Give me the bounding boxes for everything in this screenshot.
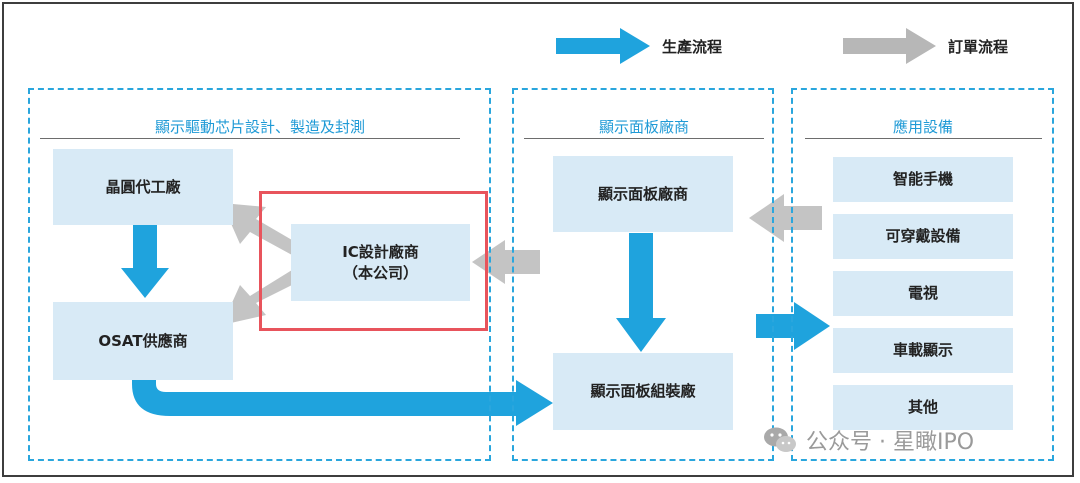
arrow-panel-to-assembly [616, 233, 666, 352]
diagram-frame [2, 2, 1074, 477]
node-app-wearable: 可穿戴設備 [833, 214, 1013, 259]
node-app-smartphone-label: 智能手機 [892, 170, 953, 189]
node-app-tv: 電視 [833, 271, 1013, 316]
arrow-osat-to-assembly [132, 380, 553, 426]
node-panel-assembly-label: 顯示面板組裝廠 [590, 382, 696, 401]
group-applications-title: 應用設備 [892, 118, 953, 136]
group-driver-chip [28, 88, 491, 461]
node-app-other: 其他 [833, 385, 1013, 430]
group-panel-maker-rule [524, 138, 764, 139]
node-ic-designer-note: （本公司） [342, 263, 418, 282]
node-panel-assembly: 顯示面板組裝廠 [553, 353, 733, 430]
group-panel-maker-title: 顯示面板廠商 [598, 118, 689, 136]
legend-order-label: 訂單流程 [948, 38, 1009, 56]
legend-order-arrow [843, 28, 936, 64]
group-applications [791, 88, 1054, 461]
node-ic-designer-label: IC設計廠商 [342, 243, 419, 262]
node-app-tv-label: 電視 [907, 284, 938, 303]
arrow-ic-to-osat [222, 270, 292, 325]
wechat-icon [764, 427, 796, 452]
legend-production-arrow [556, 28, 650, 64]
legend-production-label: 生產流程 [662, 38, 723, 56]
node-app-automotive: 車載顯示 [833, 328, 1013, 373]
company-highlight-box [259, 191, 488, 331]
node-panel-maker: 顯示面板廠商 [553, 156, 733, 232]
watermark: 公众号 · 星瞰IPO [762, 424, 974, 456]
node-app-automotive-label: 車載顯示 [892, 341, 953, 360]
node-ic-designer: IC設計廠商 （本公司） [291, 224, 470, 301]
node-app-wearable-label: 可穿戴設備 [885, 227, 961, 246]
arrow-assembly-to-apps [756, 302, 830, 350]
arrow-apps-to-panel [749, 194, 822, 242]
arrow-foundry-to-osat [121, 225, 169, 298]
node-foundry: 晶圓代工廠 [53, 149, 233, 225]
node-foundry-label: 晶圓代工廠 [105, 177, 181, 196]
node-app-other-label: 其他 [907, 398, 938, 417]
node-panel-maker-label: 顯示面板廠商 [597, 184, 688, 203]
group-driver-chip-rule [40, 138, 460, 139]
group-panel-maker [512, 88, 774, 461]
arrow-ic-to-foundry [222, 203, 292, 255]
group-applications-rule [805, 138, 1042, 139]
group-driver-chip-title: 顯示驅動芯片設計、製造及封測 [154, 118, 365, 136]
node-osat-label: OSAT供應商 [98, 331, 188, 350]
node-osat: OSAT供應商 [53, 302, 233, 380]
node-app-smartphone: 智能手機 [833, 157, 1013, 202]
watermark-text: 公众号 · 星瞰IPO [806, 430, 975, 455]
